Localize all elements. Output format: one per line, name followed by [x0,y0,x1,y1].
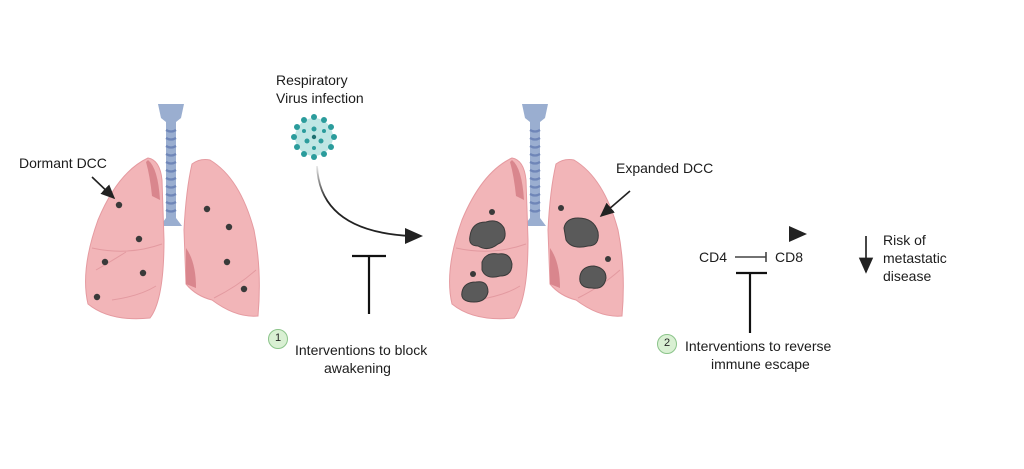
dormant-cell [203,205,211,213]
cd4-inhibits-cd8 [735,252,767,262]
tumor [563,217,599,248]
dormant-cell [93,293,101,301]
tumor [461,281,489,303]
intervention-2-line1: Interventions to reverse [685,338,832,354]
tumor [579,265,607,289]
expanded-dcc-arrow [599,190,631,218]
dormant-cell [225,223,233,231]
dormant-cell [115,201,123,209]
dormant-cell [223,258,231,266]
dormant-dcc-label: Dormant DCC [19,155,107,171]
intervention-1-line2: awakening [324,360,391,376]
lung-right-lobe-left [85,157,165,320]
virus-curve-arrow [316,165,413,237]
lung-left-lobe-left [183,159,260,317]
expanded-dcc-label: Expanded DCC [616,160,714,176]
tumors [461,217,607,303]
virus-label-line2: Virus infection [276,90,364,106]
tumor [469,220,506,250]
risk-label-line2: metastatic [883,250,947,266]
dormant-cell [605,256,611,262]
dormant-cells [93,201,248,301]
lungs-dormant [85,104,260,320]
risk-label-line1: Risk of [883,232,926,248]
intervention-2-badge: 2 [657,334,677,354]
dormant-cell [139,269,147,277]
trachea-right [522,104,548,226]
virus-icon [291,114,337,160]
trachea-left [158,104,184,226]
tumor [481,253,513,278]
inhibition-bar-2 [736,271,767,333]
dormant-cell [240,285,248,293]
cd8-label: CD8 [775,249,804,265]
intervention-1-line1: Interventions to block [295,342,428,358]
dormant-cell [489,209,495,215]
virus-label-line1: Respiratory [276,72,348,88]
intervention-2-line2: immune escape [711,356,810,372]
intervention-1-badge: 1 [268,329,288,349]
dormant-dcc-arrow [91,176,116,200]
inhibition-bar-1 [352,254,386,314]
dormant-cell [135,235,143,243]
dormant-cell [558,205,564,211]
dormant-cell [101,258,109,266]
lungs-expanded [449,104,631,320]
cd4-label: CD4 [699,249,728,265]
risk-label-line3: disease [883,268,932,284]
dormant-cell [470,271,476,277]
